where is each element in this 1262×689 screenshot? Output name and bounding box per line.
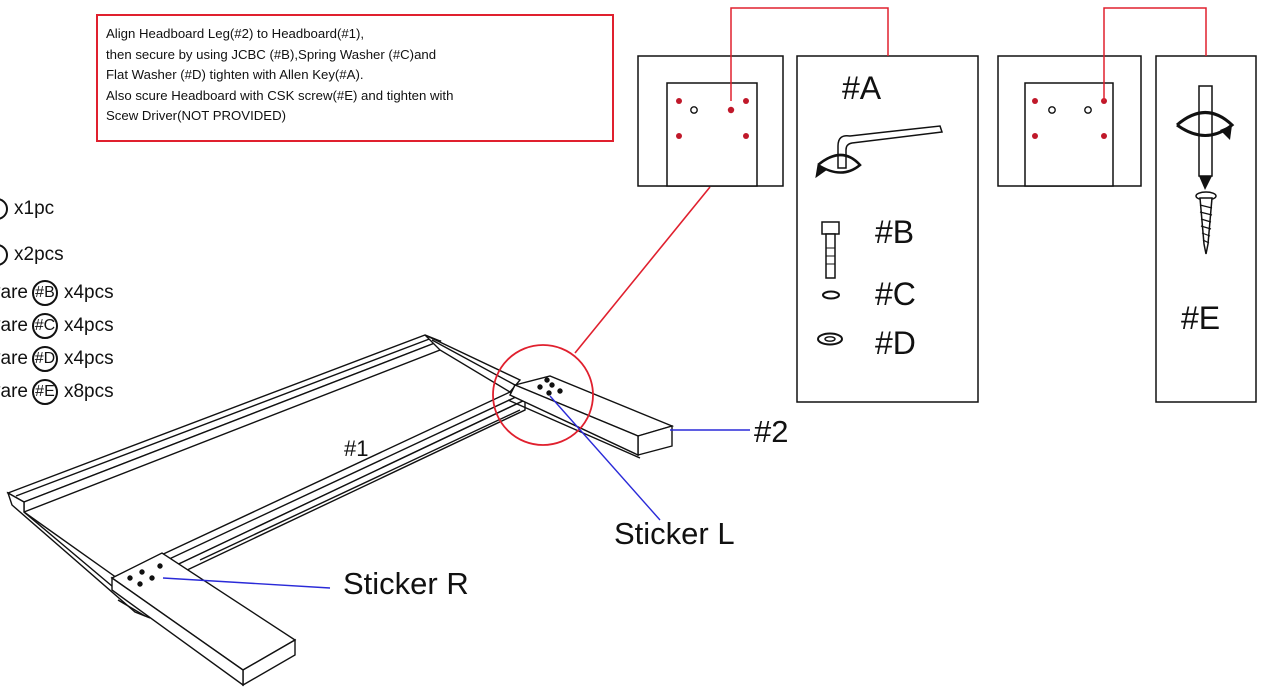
part-circle: [0, 197, 8, 220]
instruction-line: then secure by using JCBC (#B),Spring Wa…: [106, 46, 437, 62]
detail-box-screw: [1155, 55, 1257, 403]
instruction-line: Scew Driver(NOT PROVIDED): [106, 108, 287, 124]
sticker-r-label: Sticker R: [343, 566, 469, 601]
part-count: x4pcs: [63, 315, 114, 337]
parts-row: x1pc: [0, 196, 54, 222]
detail-box-plate-right: [997, 55, 1142, 187]
callout-connector: [574, 186, 711, 354]
sticker-l-label: Sticker L: [614, 516, 735, 551]
headboard-leg-left: [110, 552, 297, 687]
part-count: x2pcs: [14, 244, 64, 265]
detail-box-plate-left: [637, 55, 784, 187]
part-circle: #E: [31, 379, 58, 405]
frame-label: #1: [344, 436, 369, 461]
headboard-frame: [6, 334, 527, 619]
part-circle: #D: [31, 346, 58, 372]
flat-washer-label: #D: [875, 325, 916, 361]
part-count: x4pcs: [63, 348, 114, 370]
instruction-line: Also scure Headboard with CSK screw(#E) …: [106, 87, 454, 103]
leg-label: #2: [754, 414, 789, 449]
joint-callout-circle: [492, 344, 594, 446]
part-prefix: vare: [0, 381, 28, 403]
part-prefix: vare: [0, 315, 28, 337]
allen-key-label: #A: [842, 70, 882, 106]
part-count: x1pc: [14, 198, 55, 219]
part-circle: #B: [31, 280, 58, 306]
detail-box-hardware: [796, 55, 979, 403]
screw-label: #E: [1181, 300, 1221, 336]
bolt-label: #B: [875, 214, 915, 250]
instruction-line: Flat Washer (#D) tighten with Allen Key(…: [106, 67, 364, 83]
part-count: x4pcs: [63, 282, 114, 304]
spring-washer-label: #C: [875, 276, 916, 312]
part-prefix: vare: [0, 348, 28, 370]
part-prefix: vare: [0, 282, 28, 304]
parts-row: x2pcs: [0, 242, 64, 268]
instruction-box: Align Headboard Leg(#2) to Headboard(#1)…: [96, 14, 614, 142]
detail-connectors: [730, 7, 1207, 101]
part-circle: [0, 243, 8, 266]
part-circle: #C: [31, 313, 58, 339]
part-count: x8pcs: [63, 381, 114, 403]
instruction-line: Align Headboard Leg(#2) to Headboard(#1)…: [106, 26, 365, 41]
headboard-leg-right: [507, 375, 675, 459]
